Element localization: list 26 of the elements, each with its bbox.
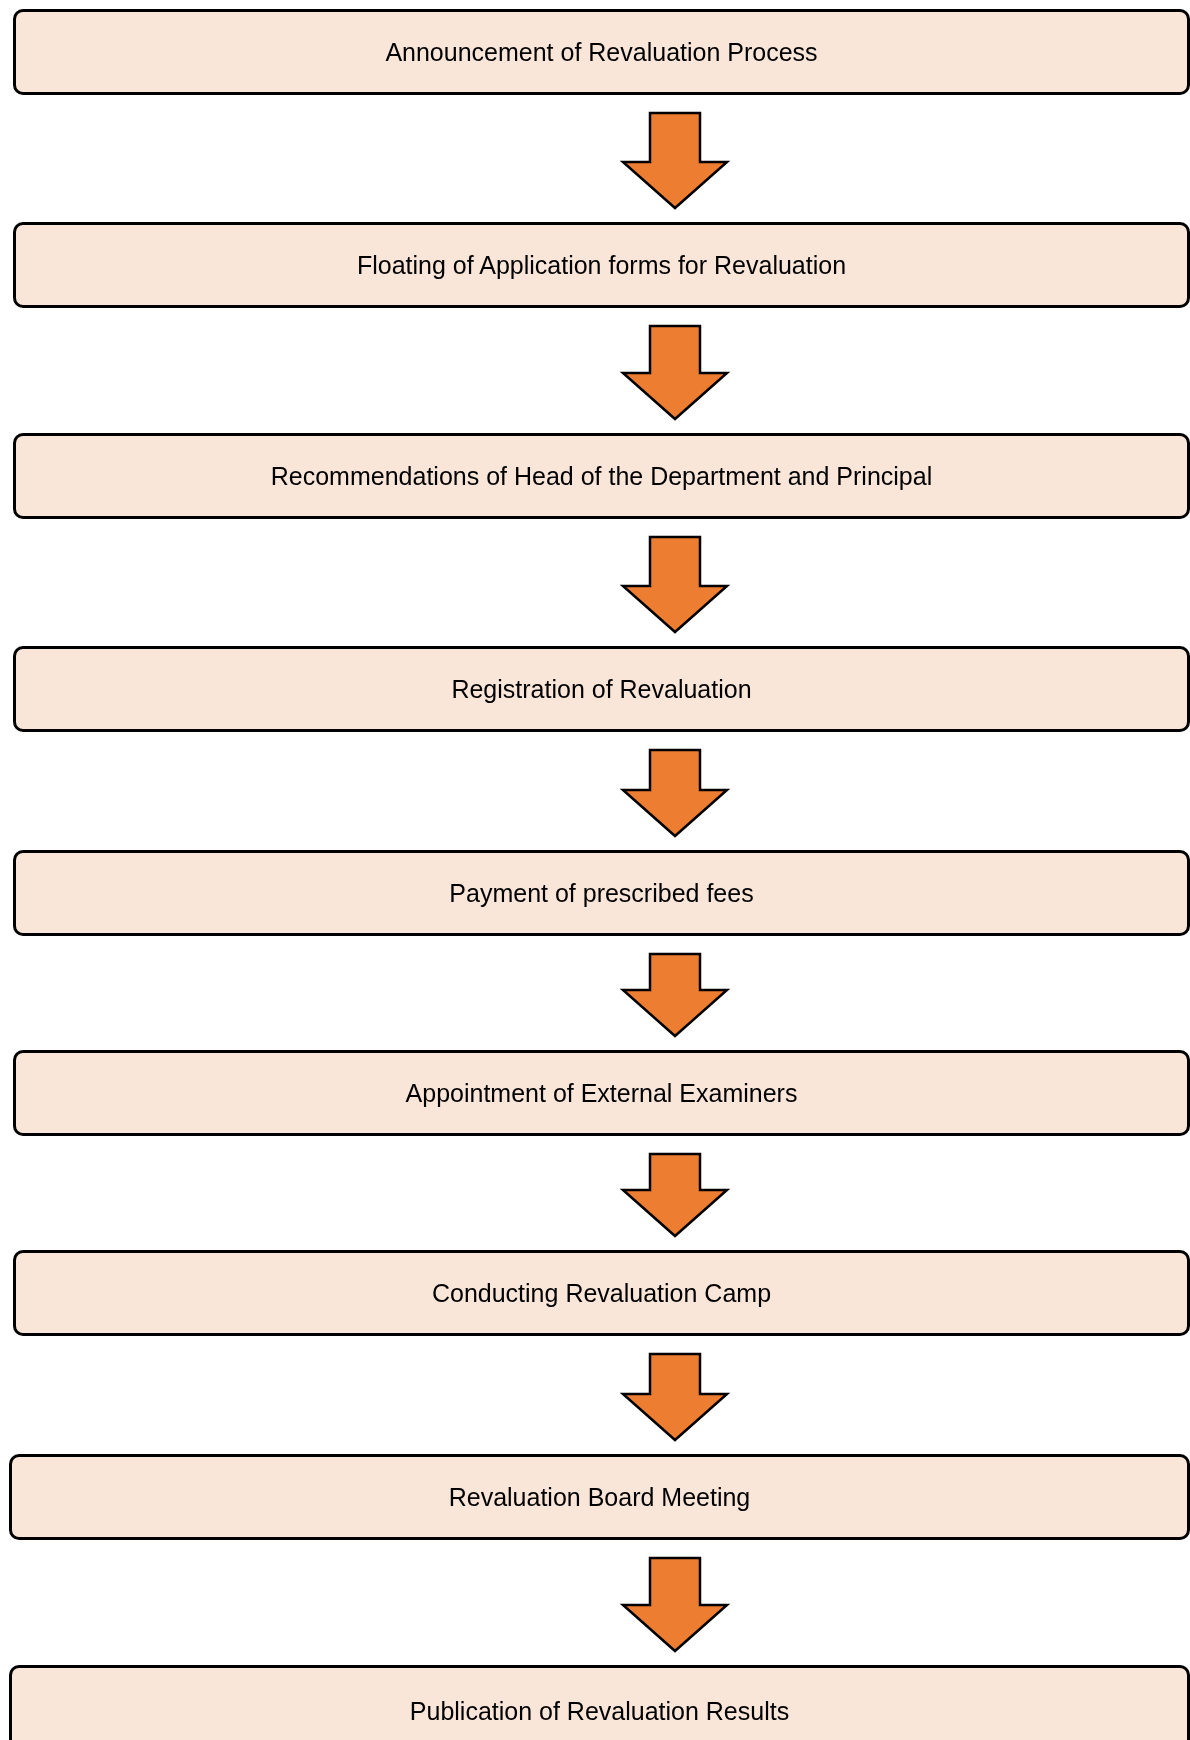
process-box [9, 1454, 1190, 1540]
block-arrow [619, 1352, 731, 1442]
process-box [13, 9, 1190, 95]
step-label: Recommendations of Head of the Department and Principal [270, 461, 933, 491]
process-box [13, 1050, 1190, 1136]
block-arrow [619, 952, 731, 1038]
step-label: Floating of Application forms for Revaluation [356, 250, 847, 280]
block-arrow [619, 748, 731, 838]
process-box [13, 222, 1190, 308]
block-arrow [619, 324, 731, 421]
block-arrow [619, 111, 731, 210]
step-label: Payment of prescribed fees [449, 878, 754, 908]
step-label: Appointment of External Examiners [405, 1078, 798, 1108]
process-box [9, 1665, 1190, 1740]
step-label: Publication of Revaluation Results [409, 1697, 790, 1726]
process-box [13, 1250, 1190, 1336]
step-label: Revaluation Board Meeting [448, 1482, 751, 1512]
process-box [13, 646, 1190, 732]
process-box [13, 433, 1190, 519]
block-arrow [619, 1556, 731, 1653]
process-box [13, 850, 1190, 936]
block-arrow [619, 535, 731, 634]
step-label: Announcement of Revaluation Process [385, 37, 818, 67]
step-label: Registration of Revaluation [451, 674, 752, 704]
step-label: Conducting Revaluation Camp [431, 1278, 772, 1308]
block-arrow [619, 1152, 731, 1238]
